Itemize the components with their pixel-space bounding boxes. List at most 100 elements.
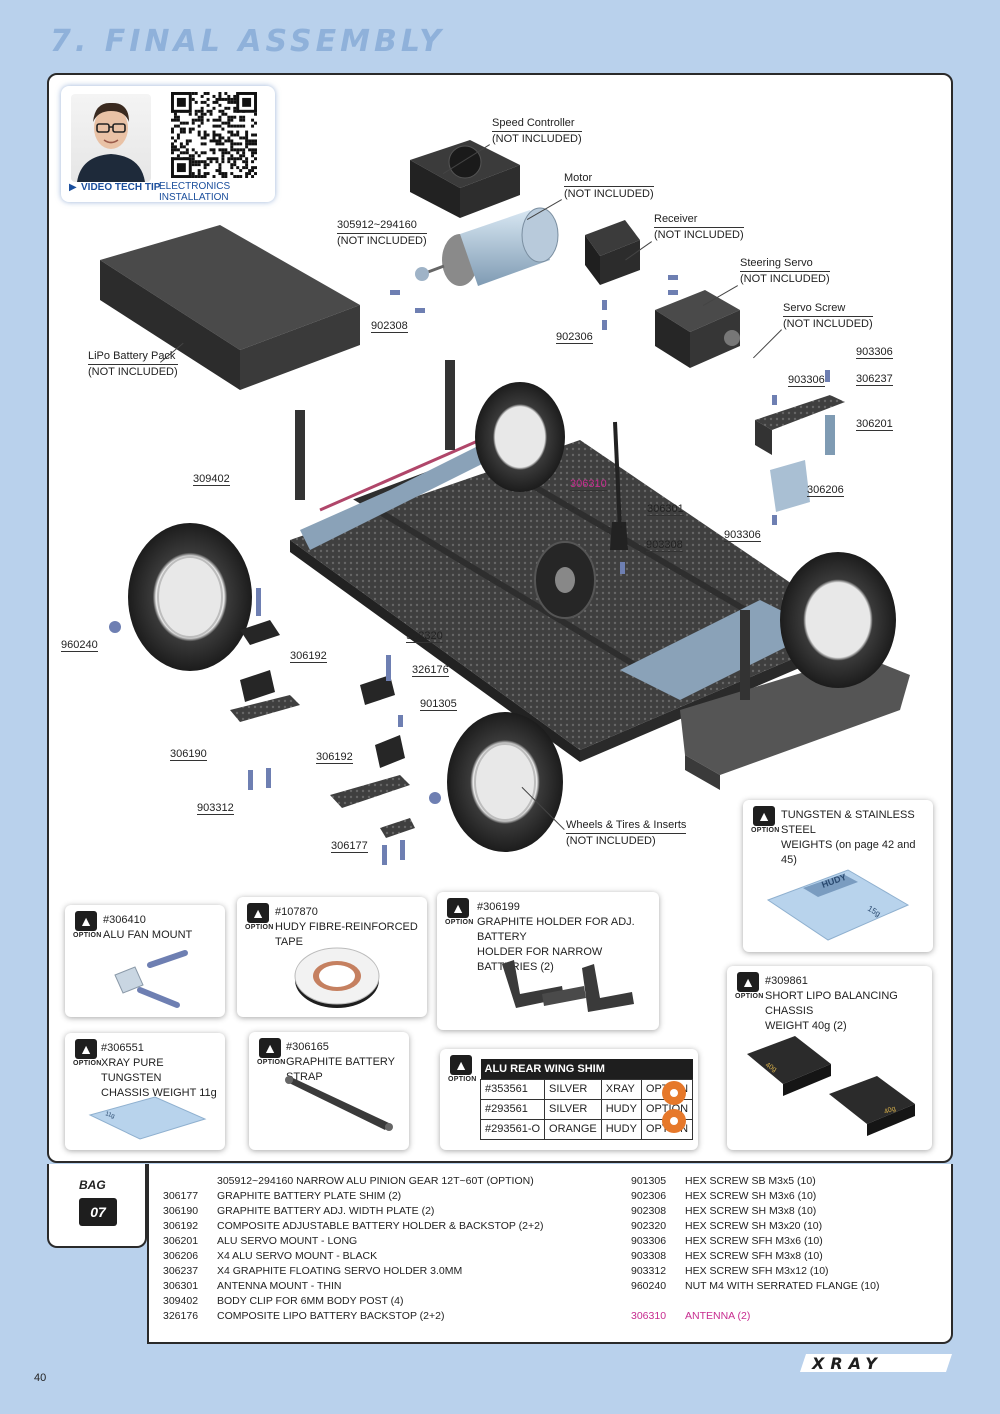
option-tungsten-weights[interactable]: ▲OPTION TUNGSTEN & STAINLESS STEEL WEIGH… — [743, 800, 933, 952]
code-902306: 902306 — [556, 331, 593, 344]
thumbs-up-icon: ▲ — [247, 903, 269, 923]
code-902308: 902308 — [371, 320, 408, 333]
callout-speed-controller: Speed Controller (NOT INCLUDED) — [492, 117, 582, 145]
thumbs-up-icon: ▲ — [75, 911, 97, 931]
code-306190: 306190 — [170, 748, 207, 761]
option-fan-mount[interactable]: ▲OPTION #306410 ALU FAN MOUNT — [65, 905, 225, 1017]
video-tip-topic: ELECTRONICS INSTALLATION — [159, 181, 231, 203]
part-code: 326176 — [163, 1310, 199, 1322]
code-901305: 901305 — [420, 698, 457, 711]
code-903306-a: 903306 — [856, 346, 893, 359]
page-title: 7. FINAL ASSEMBLY — [50, 24, 445, 59]
list-item: 326176 COMPOSITE LIPO BATTERY BACKSTOP (2… — [163, 1309, 543, 1324]
part-description: HEX SCREW SFH M3x6 (10) — [685, 1235, 823, 1247]
part-description: HEX SCREW SB M3x5 (10) — [685, 1175, 816, 1187]
part-description: 305912~294160 NARROW ALU PINION GEAR 12T… — [217, 1175, 534, 1187]
svg-text:40g: 40g — [764, 1062, 778, 1074]
part-description: GRAPHITE BATTERY PLATE SHIM (2) — [217, 1190, 402, 1202]
code-306206: 306206 — [807, 484, 844, 497]
xray-logo: XRAY — [800, 1354, 952, 1373]
part-code: 902320 — [631, 1220, 667, 1232]
part-description: HEX SCREW SH M3x20 (10) — [685, 1220, 823, 1232]
part-code: 306237 — [163, 1265, 199, 1277]
part-description: NUT M4 WITH SERRATED FLANGE (10) — [685, 1280, 880, 1292]
option-chassis-weight[interactable]: ▲OPTION #309861 SHORT LIPO BALANCING CHA… — [727, 966, 932, 1150]
option-pure-tungsten[interactable]: ▲OPTION #306551 XRAY PURE TUNGSTEN CHASS… — [65, 1033, 225, 1150]
option-graphite-holder[interactable]: ▲OPTION #306199 GRAPHITE HOLDER FOR ADJ.… — [437, 892, 659, 1030]
part-description: COMPOSITE ADJUSTABLE BATTERY HOLDER & BA… — [217, 1220, 544, 1232]
thumbs-up-icon: ▲ — [75, 1039, 97, 1059]
battery-strap-picture — [285, 1076, 393, 1131]
weight-plate-picture: HUDY 15g — [766, 869, 910, 941]
part-code: 306301 — [163, 1280, 199, 1292]
code-306192-b: 306192 — [316, 751, 353, 764]
option-hudy-tape[interactable]: ▲OPTION #107870 HUDY FIBRE-REINFORCED TA… — [237, 897, 427, 1017]
part-description: GRAPHITE BATTERY ADJ. WIDTH PLATE (2) — [217, 1205, 435, 1217]
page-number: 40 — [34, 1372, 47, 1384]
parts-list-left: 305912~294160 NARROW ALU PINION GEAR 12T… — [163, 1174, 543, 1324]
list-item: 306177 GRAPHITE BATTERY PLATE SHIM (2) — [163, 1189, 543, 1204]
presenter-photo — [71, 94, 151, 182]
wing-shim-title: ALU REAR WING SHIM — [480, 1059, 693, 1079]
play-icon: ▶ — [69, 182, 77, 193]
part-description: COMPOSITE LIPO BATTERY BACKSTOP (2+2) — [217, 1310, 445, 1322]
callout-motor: Motor (NOT INCLUDED) — [564, 172, 654, 200]
part-code: 902306 — [631, 1190, 667, 1202]
list-item: 306201 ALU SERVO MOUNT - LONG — [163, 1234, 543, 1249]
option-battery-strap[interactable]: ▲OPTION #306165 GRAPHITE BATTERY STRAP — [249, 1032, 409, 1150]
part-code: 903306 — [631, 1235, 667, 1247]
thumbs-up-icon: ▲ — [753, 806, 775, 826]
list-item: 903306 HEX SCREW SFH M3x6 (10) — [631, 1234, 879, 1249]
code-903312: 903312 — [197, 802, 234, 815]
code-903306-b: 903306 — [788, 374, 825, 387]
code-309402: 309402 — [193, 473, 230, 486]
svg-text:XRAY: XRAY — [811, 1354, 883, 1373]
part-code: 306177 — [163, 1190, 199, 1202]
video-tip-label: VIDEO TECH TIP — [81, 182, 161, 193]
callout-steering-servo: Steering Servo (NOT INCLUDED) — [740, 257, 830, 285]
svg-text:40g: 40g — [883, 1105, 896, 1116]
part-description: ALU SERVO MOUNT - LONG — [217, 1235, 358, 1247]
part-description: X4 ALU SERVO MOUNT - BLACK — [217, 1250, 378, 1262]
code-306301: 306301 — [647, 503, 684, 516]
bag-badge: BAG 07 — [47, 1164, 147, 1248]
part-code: 306201 — [163, 1235, 199, 1247]
code-903306-c: 903306 — [724, 529, 761, 542]
thumbs-up-icon: ▲ — [450, 1055, 472, 1075]
part-description: HEX SCREW SH M3x6 (10) — [685, 1190, 817, 1202]
code-306177: 306177 — [331, 840, 368, 853]
part-code: 902308 — [631, 1205, 667, 1217]
code-306192-a: 306192 — [290, 650, 327, 663]
tape-roll-picture — [294, 947, 380, 1008]
part-code: 903308 — [631, 1250, 667, 1262]
chassis-weight-picture: 40g 40g — [747, 1036, 915, 1136]
part-code: 309402 — [163, 1295, 199, 1307]
code-306201: 306201 — [856, 418, 893, 431]
video-tech-tip[interactable]: ▶ VIDEO TECH TIP ELECTRONICS INSTALLATIO… — [61, 86, 275, 203]
code-903308: 903308 — [646, 539, 683, 552]
tungsten-plate-picture: 11g — [88, 1096, 207, 1140]
qr-code[interactable] — [171, 92, 257, 178]
thumbs-up-icon: ▲ — [737, 972, 759, 992]
fan-mount-picture — [114, 950, 188, 1008]
parts-list-panel: BAG 07 305912~294160 NARROW ALU PINION G… — [47, 1164, 953, 1344]
graphite-holder-picture — [502, 960, 634, 1012]
list-item: 902306 HEX SCREW SH M3x6 (10) — [631, 1189, 879, 1204]
exploded-view-illustration — [100, 140, 910, 865]
code-306310: 306310 — [570, 478, 607, 491]
code-960240: 960240 — [61, 639, 98, 652]
